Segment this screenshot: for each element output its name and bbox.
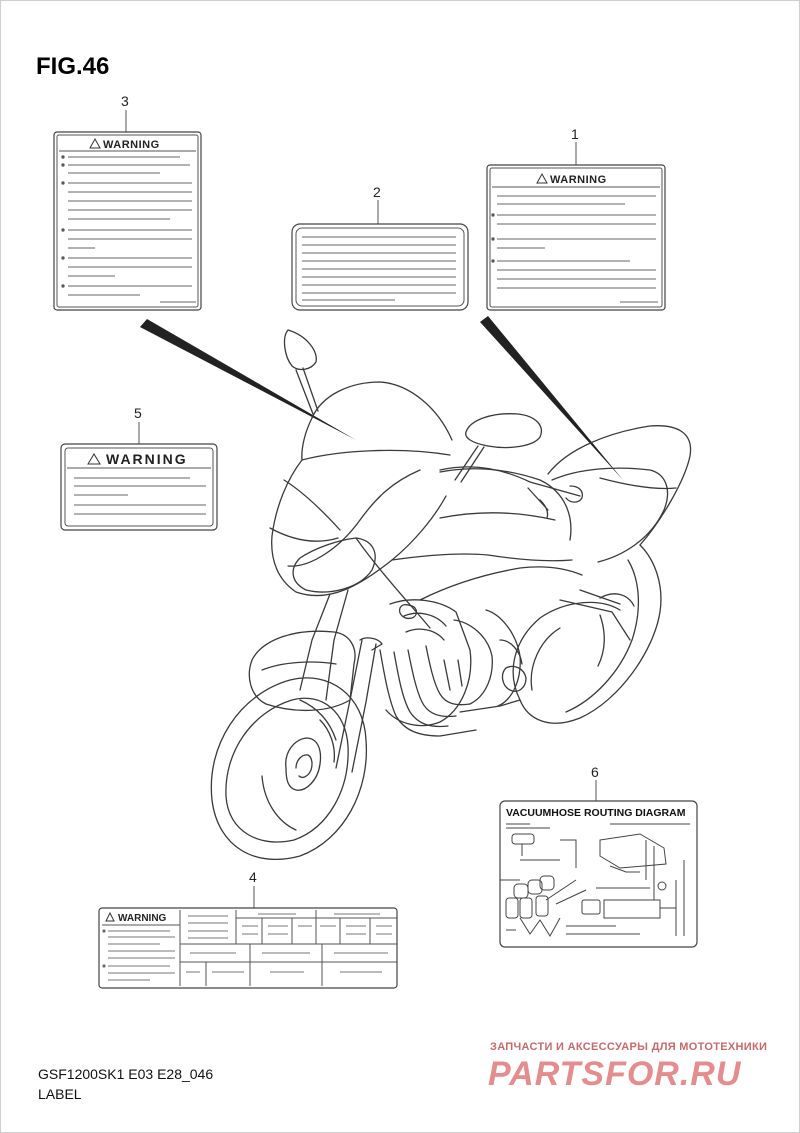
pointer-wedges (140, 316, 623, 480)
callout-4: 4 (249, 869, 257, 885)
label-3-warning-text: WARNING (103, 139, 160, 151)
callout-1: 1 (571, 126, 579, 142)
label-3[interactable]: 3 WARNING (53, 93, 202, 311)
label-1-text-lines (491, 195, 658, 303)
label-5-text-lines (74, 477, 206, 515)
label-6[interactable]: 6 VACUUMHOSE ROUTING DIAGRAM (499, 764, 698, 948)
label-1[interactable]: 1 WARNING (486, 126, 666, 311)
label-4-table (102, 910, 397, 986)
warning-triangle-icon (89, 137, 101, 149)
figure-title: FIG.46 (36, 53, 109, 80)
label-4[interactable]: 4 WARNING (98, 869, 398, 989)
label-4-text-lines (102, 913, 392, 981)
label-1-warning-text: WARNING (550, 174, 607, 186)
section-name: LABEL (38, 1086, 82, 1102)
watermark-brand: PARTSFOR.RU (488, 1055, 742, 1093)
warning-triangle-icon (87, 453, 101, 465)
label-2[interactable]: 2 (291, 184, 469, 311)
label-3-text-lines (61, 155, 196, 303)
model-code: GSF1200SK1 E03 E28_046 (38, 1066, 213, 1082)
label-5-warning-text: WARNING (106, 451, 188, 467)
warning-triangle-icon (105, 911, 115, 922)
label-6-heading: VACUUMHOSE ROUTING DIAGRAM (506, 807, 686, 819)
callout-3: 3 (121, 93, 129, 109)
warning-triangle-icon (536, 172, 548, 184)
callout-6: 6 (591, 764, 599, 780)
callout-2: 2 (373, 184, 381, 200)
label-4-warning-text: WARNING (118, 913, 167, 924)
motorcycle-outline (210, 329, 692, 861)
watermark-tagline: ЗАПЧАСТИ И АКСЕССУАРЫ ДЛЯ МОТОТЕХНИКИ (490, 1041, 767, 1053)
label-2-text-lines (302, 236, 456, 301)
callout-5: 5 (134, 405, 142, 421)
vacuum-hose-schematic (500, 823, 690, 937)
label-5[interactable]: 5 WARNING (60, 405, 218, 531)
